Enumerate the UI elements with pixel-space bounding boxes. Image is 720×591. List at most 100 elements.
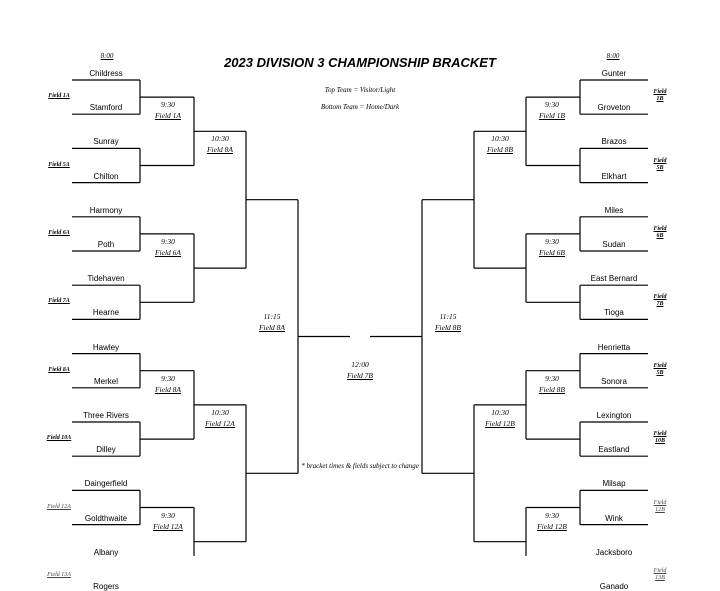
right-semi-game-time: 11:15 — [439, 311, 457, 321]
right-r2-game-field: Field 8B — [538, 384, 566, 394]
right-first-round-field-part: Field — [653, 294, 667, 301]
final-game-field: Field 7B — [346, 370, 374, 380]
left-team-name: Rogers — [93, 582, 119, 591]
final-game-time: 12:00 — [351, 359, 369, 369]
left-r2-game-field: Field 8A — [154, 384, 182, 394]
page-title: 2023 DIVISION 3 CHAMPIONSHIP BRACKET — [224, 55, 496, 70]
left-team-name: Stamford — [89, 103, 123, 113]
right-first-round-field-part: 6B — [656, 232, 664, 239]
left-r2-game-time: 9:30 — [161, 100, 175, 110]
right-first-round-field-part: Field — [653, 89, 667, 96]
right-team-name: Milsap — [602, 479, 626, 489]
right-r3-game-field: Field 12B — [485, 418, 515, 428]
right-team-name: Jacksboro — [595, 547, 633, 557]
left-r2-game-field: Field 1A — [154, 111, 182, 121]
left-team-name: Sunray — [93, 137, 119, 147]
right-team-name: Henrietta — [597, 342, 631, 352]
left-r2-game-time: 9:30 — [161, 236, 175, 246]
left-r3-game-time: 10:30 — [211, 134, 229, 144]
right-first-round-field-part: Field — [653, 225, 667, 232]
right-semi-game-field: Field 8B — [434, 322, 462, 332]
right-r2-game-time: 9:30 — [545, 236, 559, 246]
right-first-round-field-part: 12B — [655, 506, 665, 513]
left-team-name: Dilley — [96, 445, 116, 455]
left-first-round-field: Field 13A — [47, 571, 71, 578]
legend-top: Top Team = Visitor/Light — [324, 86, 396, 94]
right-team-name: Lexington — [596, 411, 632, 420]
right-first-round-field-part: 13B — [655, 574, 665, 581]
right-r3-game-time: 10:30 — [491, 407, 509, 417]
left-semi-game-field: Field 8A — [258, 322, 286, 332]
right-first-round-field-part: 5B — [656, 369, 664, 376]
left-team-name: Chilton — [93, 171, 119, 181]
left-r2-game-time: 9:30 — [161, 510, 175, 520]
right-first-round-field-part: 1B — [656, 96, 664, 103]
left-team-name: Poth — [97, 240, 115, 249]
right-start-time: 8:00 — [606, 52, 620, 60]
right-team-name: Sudan — [602, 240, 626, 249]
right-r3-game-field: Field 8B — [486, 145, 514, 155]
right-first-round-field-part: 7B — [656, 301, 664, 308]
right-first-round-field-part: Field — [653, 499, 667, 506]
right-team-name: East Bernard — [590, 274, 638, 284]
left-team-name: Tidehaven — [87, 274, 125, 284]
left-r2-game-time: 9:30 — [161, 373, 175, 383]
right-team-name: Ganado — [599, 582, 629, 591]
right-team-name: Tioga — [604, 308, 624, 318]
left-team-name: Daingerfield — [84, 479, 128, 489]
right-first-round-field-part: Field — [653, 157, 667, 164]
footnote: * bracket times & fields subject to chan… — [301, 462, 419, 470]
right-first-round-field-part: 10B — [654, 438, 665, 445]
right-r3-game-time: 10:30 — [491, 134, 509, 144]
left-r2-game-field: Field 6A — [154, 247, 182, 257]
right-r2-game-field: Field 12B — [537, 521, 567, 531]
left-team-name: Childress — [89, 69, 123, 78]
bracket-lines — [72, 79, 648, 556]
right-team-name: Miles — [604, 205, 624, 215]
left-r2-game-field: Field 12A — [153, 521, 183, 531]
right-r2-game-time: 9:30 — [545, 510, 559, 520]
left-r3-game-field: Field 8A — [206, 145, 234, 155]
left-team-name: Merkel — [93, 376, 118, 386]
right-first-round-field-part: 5B — [656, 164, 664, 171]
right-team-name: Eastland — [598, 445, 630, 455]
left-first-round-field: Field 8A — [48, 366, 70, 373]
right-team-name: Gunter — [601, 69, 627, 78]
left-team-name: Three Rivers — [83, 411, 129, 420]
left-start-time: 8:00 — [100, 52, 114, 60]
right-team-name: Groveton — [597, 103, 631, 113]
left-team-name: Harmony — [89, 205, 123, 215]
left-first-round-field: Field 12A — [47, 503, 71, 510]
left-semi-game-time: 11:15 — [263, 311, 281, 321]
left-r3-game-field: Field 12A — [205, 418, 235, 428]
right-team-name: Wink — [605, 513, 623, 523]
left-first-round-field: Field 10A — [46, 435, 72, 442]
left-team-name: Hawley — [92, 342, 120, 352]
right-team-name: Brazos — [601, 137, 627, 147]
right-team-name: Sonora — [601, 376, 627, 386]
left-first-round-field: Field 7A — [48, 298, 70, 305]
left-first-round-field: Field 6A — [48, 229, 70, 236]
right-r2-game-field: Field 1B — [538, 111, 566, 121]
left-first-round-field: Field 1A — [48, 93, 70, 100]
